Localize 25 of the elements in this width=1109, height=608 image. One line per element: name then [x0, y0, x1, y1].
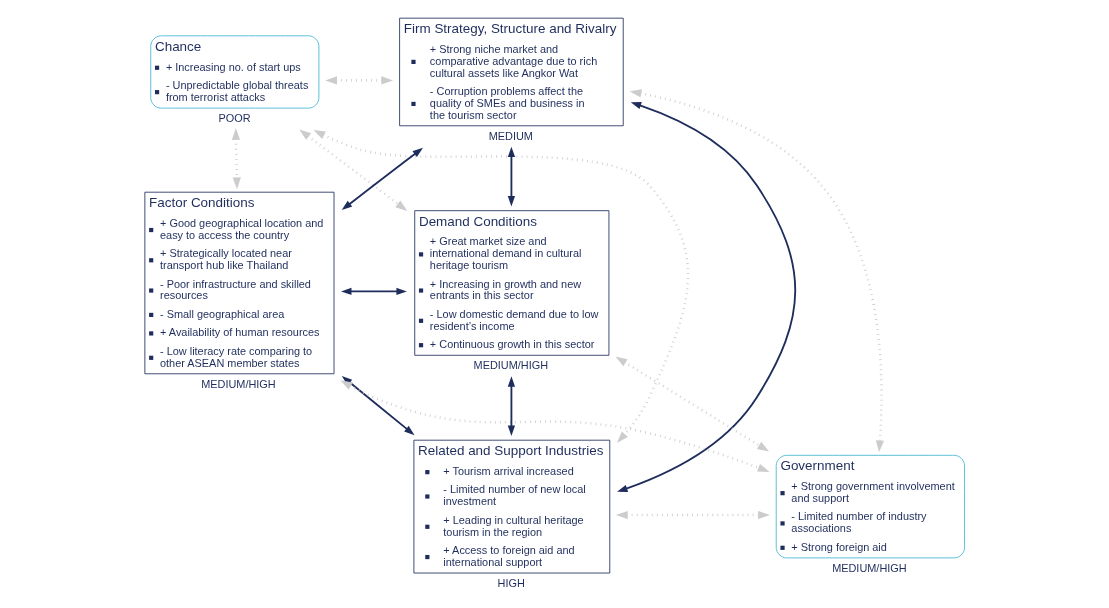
arrow: [615, 510, 770, 520]
node-box: Government + Strong government involvement and support - Limited number of industry associations + Strong foreign aid: [775, 454, 965, 559]
arrow: [341, 287, 407, 296]
node-label: MEDIUM/HIGH: [832, 561, 907, 574]
node-label: HIGH: [497, 576, 525, 589]
node-label: MEDIUM/HIGH: [473, 359, 549, 372]
arrow: [507, 146, 516, 207]
arrow: [313, 130, 690, 443]
node-label: MEDIUM: [488, 129, 533, 142]
node-box: Chance + Increasing no. of start ups - Unpredictable global threats from terrorist attacks: [150, 35, 320, 109]
arrow: [325, 76, 394, 85]
arrow: [617, 102, 797, 492]
node-box: Factor Conditions + Good geographical location and easy to access the country + Strategically located near transport hub like Thailand - Poor infrastructure and skilled resources - Small geographical area + Availability of human resources - Low literacy rate comparing to other ASEAN member states: [144, 191, 335, 375]
node-box: Demand Conditions + Great market size and international demand in cultural heritage tourism + Increasing in growth and new entrants in this sector - Low domestic demand due to low resident’s income + Continuous growth in this sector: [414, 210, 610, 356]
arrow: [299, 129, 408, 212]
arrow: [341, 147, 423, 211]
node-box: Firm Strategy, Structure and Rivalry + Strong niche market and comparative advantage due to rich cultural assets like Angkor Wat - Corruption problems affect the quality of SMEs and business in the tourism sector: [399, 17, 624, 127]
arrow: [507, 376, 516, 437]
arrow: [231, 128, 241, 190]
arrow: [615, 356, 770, 452]
arrow: [340, 380, 770, 472]
arrow: [629, 89, 885, 453]
node-box: Related and Support Industries + Tourism arrival increased - Limited number of new local investment + Leading in cultural heritage tourism in the region + Access to foreign aid and international support: [413, 439, 611, 574]
node-label: POOR: [218, 111, 251, 124]
node-label: MEDIUM/HIGH: [201, 377, 276, 390]
